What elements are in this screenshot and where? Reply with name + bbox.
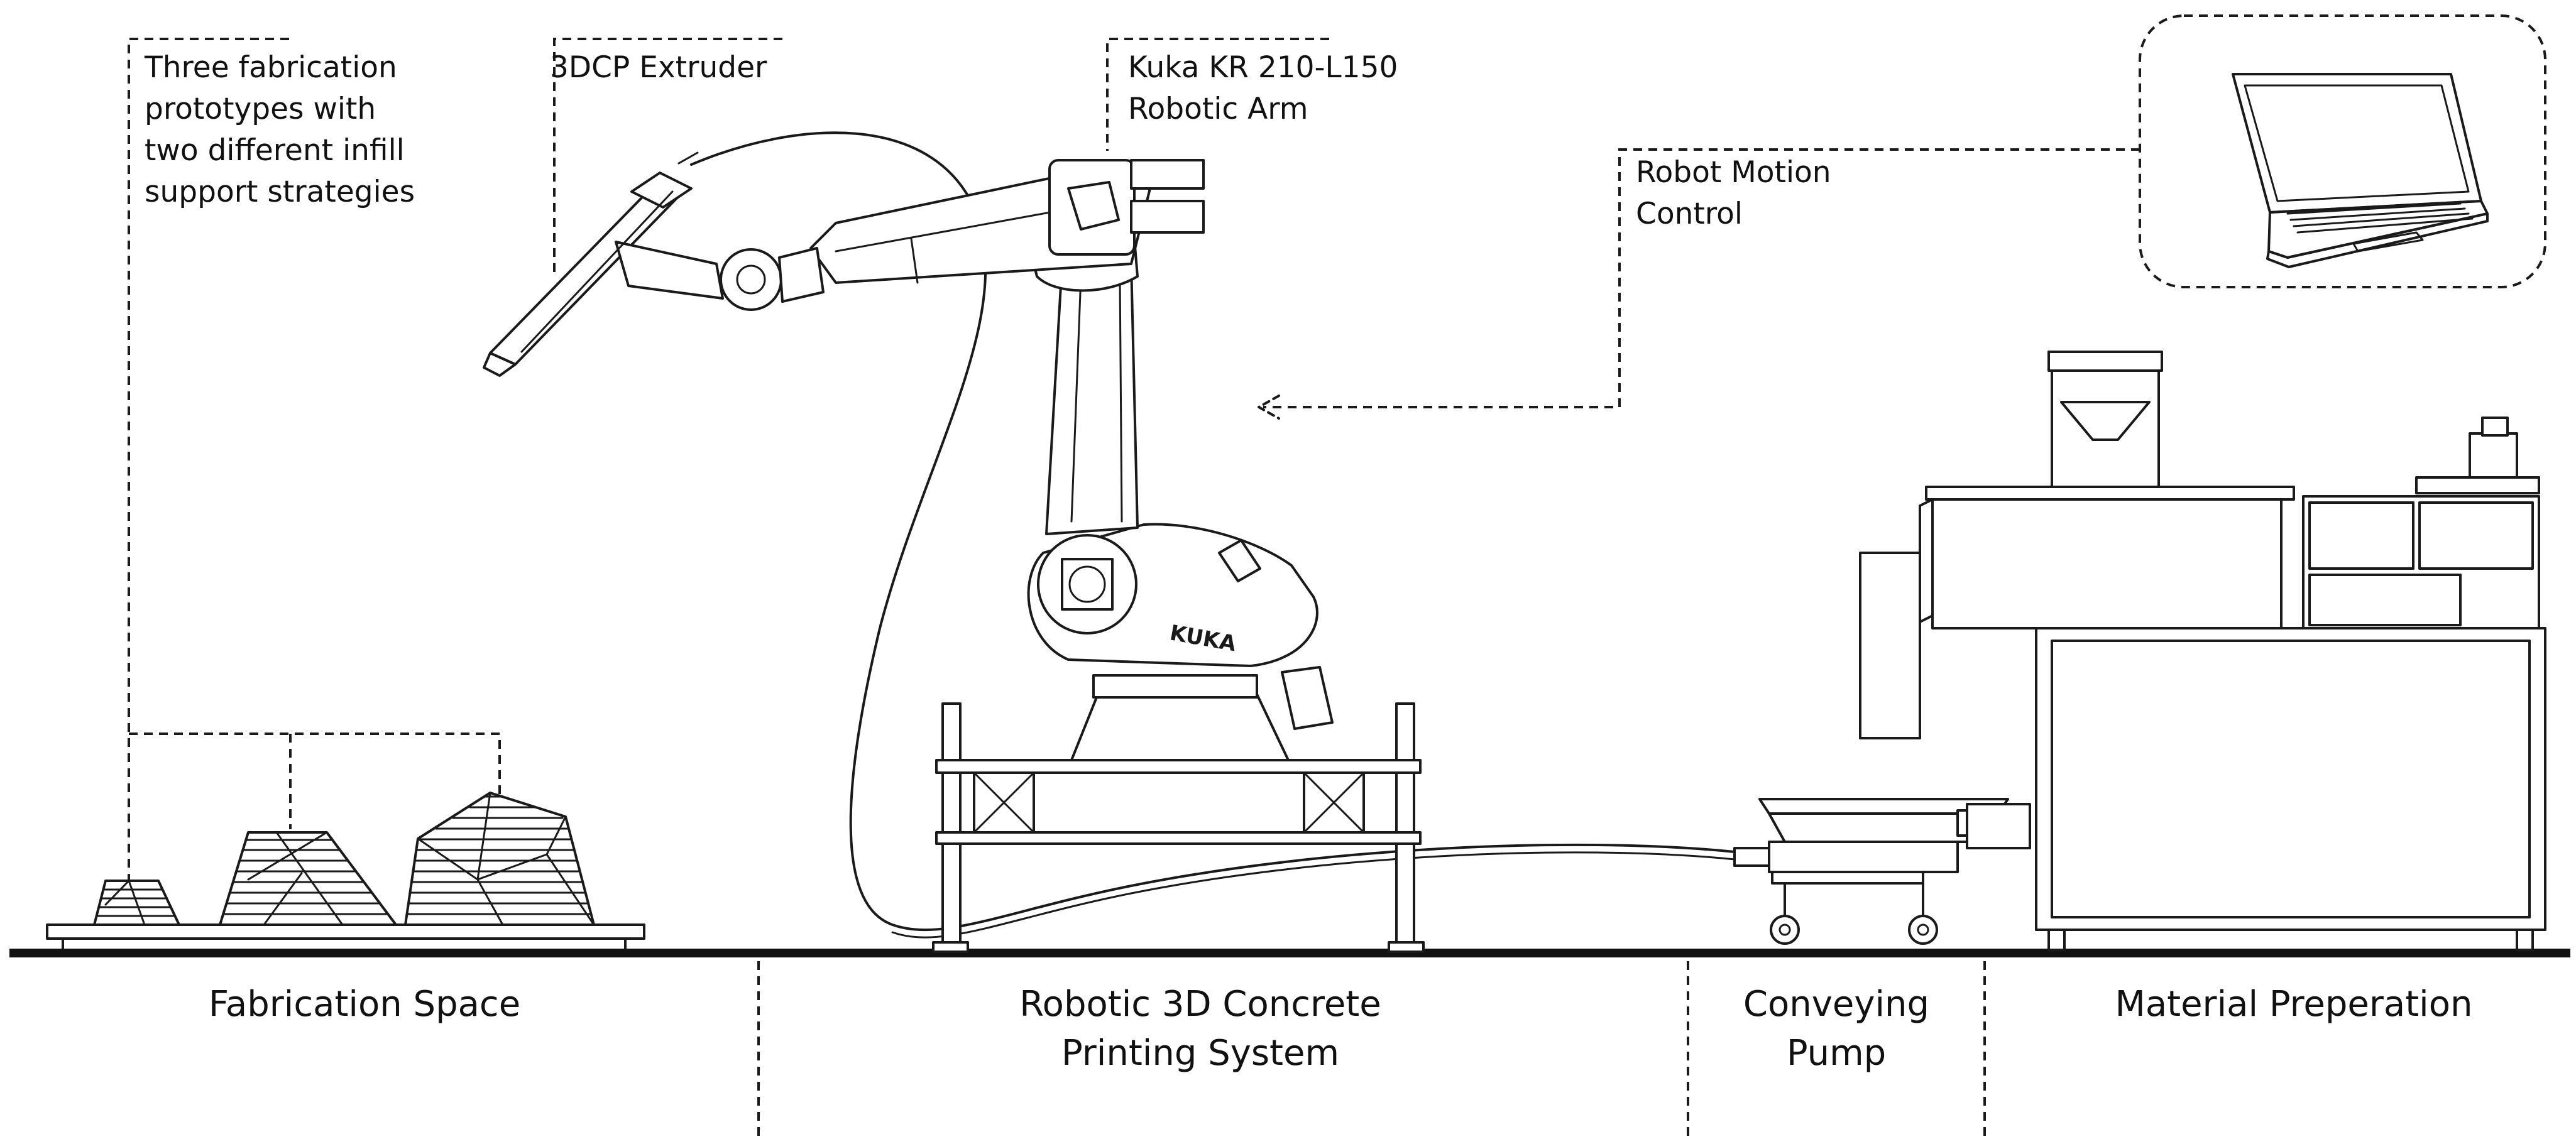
3dcp-extruder [483, 151, 724, 377]
motion-control-callout: Robot Motion Control [1636, 155, 1831, 231]
robot-stand [932, 702, 1425, 953]
prototype-medium [219, 831, 397, 926]
prototype-small [93, 880, 180, 926]
material-hose [690, 131, 1736, 932]
section-label-material-preparation: Material Preperation [2115, 984, 2473, 1025]
fabrication-prototypes [46, 792, 645, 950]
extruder-callout: 3DCP Extruder [550, 50, 767, 85]
section-label-printing-system: Robotic 3D Concrete Printing System [1019, 984, 1381, 1074]
section-label-conveying-pump: Conveying Pump [1743, 984, 1930, 1074]
kuka-robot-arm: KUKA [720, 159, 1334, 761]
laptop-icon [2139, 14, 2546, 288]
robot-arm-callout: Kuka KR 210-L150 Robotic Arm [1128, 50, 1398, 126]
section-label-fabrication-space: Fabrication Space [208, 984, 521, 1025]
prototype-large [404, 792, 595, 926]
prototypes-callout: Three fabrication prototypes with two di… [145, 50, 415, 209]
material-mixer [1859, 351, 2546, 951]
callout-leaders [128, 38, 2140, 880]
